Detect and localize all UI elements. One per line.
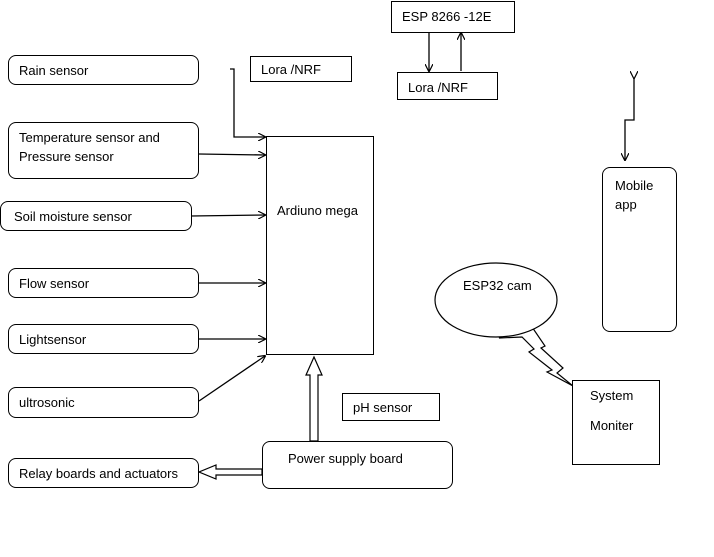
power-to-arduino-arrow xyxy=(305,355,323,442)
mobile-app-label: Mobile app xyxy=(615,178,654,212)
mobile-app-box: Mobile app xyxy=(602,167,677,332)
flow-sensor-box: Flow sensor xyxy=(8,268,199,298)
rain-to-arduino-arrow xyxy=(230,68,265,137)
temperature-to-arduino-arrow xyxy=(198,154,265,155)
light-sensor-label: Lightsensor xyxy=(19,332,87,347)
esp8266-box: ESP 8266 -12E xyxy=(391,1,515,33)
system-monitor-label-line1: System xyxy=(590,388,634,403)
arduino-mega-box: Ardiuno mega xyxy=(266,136,374,355)
lora-left-label: Lora /NRF xyxy=(261,62,321,77)
ultrasonic-to-arduino-arrow xyxy=(198,356,265,402)
ph-sensor-label: pH sensor xyxy=(353,400,413,415)
rain-sensor-box: Rain sensor xyxy=(8,55,199,85)
power-to-relay-arrow xyxy=(197,464,263,480)
temperature-sensor-label: Temperature sensor and Pressure sensor xyxy=(19,130,160,164)
flow-sensor-label: Flow sensor xyxy=(19,276,90,291)
mobile-wireless-link xyxy=(625,78,634,160)
system-monitor-box: System Moniter xyxy=(572,380,660,465)
system-monitor-label-line2: Moniter xyxy=(590,418,634,433)
lora-right-box: Lora /NRF xyxy=(397,72,498,100)
lora-right-label: Lora /NRF xyxy=(408,80,468,95)
temperature-sensor-box: Temperature sensor and Pressure sensor xyxy=(8,122,199,179)
soil-to-arduino-arrow xyxy=(190,215,265,216)
soil-moisture-sensor-label: Soil moisture sensor xyxy=(14,209,132,224)
power-supply-label: Power supply board xyxy=(288,451,403,466)
ph-sensor-box: pH sensor xyxy=(342,393,440,421)
ultrasonic-sensor-label: ultrosonic xyxy=(19,395,75,410)
power-supply-box: Power supply board xyxy=(262,441,453,489)
esp8266-label: ESP 8266 -12E xyxy=(402,9,492,24)
rain-sensor-label: Rain sensor xyxy=(19,63,89,78)
relay-actuators-box: Relay boards and actuators xyxy=(8,458,199,488)
relay-actuators-label: Relay boards and actuators xyxy=(19,466,178,481)
esp32-cam-node xyxy=(434,262,558,338)
arduino-mega-label: Ardiuno mega xyxy=(277,203,358,218)
light-sensor-box: Lightsensor xyxy=(8,324,199,354)
esp32-cam-label: ESP32 cam xyxy=(463,278,532,293)
ultrasonic-sensor-box: ultrosonic xyxy=(8,387,199,418)
lora-left-box: Lora /NRF xyxy=(250,56,352,82)
soil-moisture-sensor-box: Soil moisture sensor xyxy=(0,201,192,231)
